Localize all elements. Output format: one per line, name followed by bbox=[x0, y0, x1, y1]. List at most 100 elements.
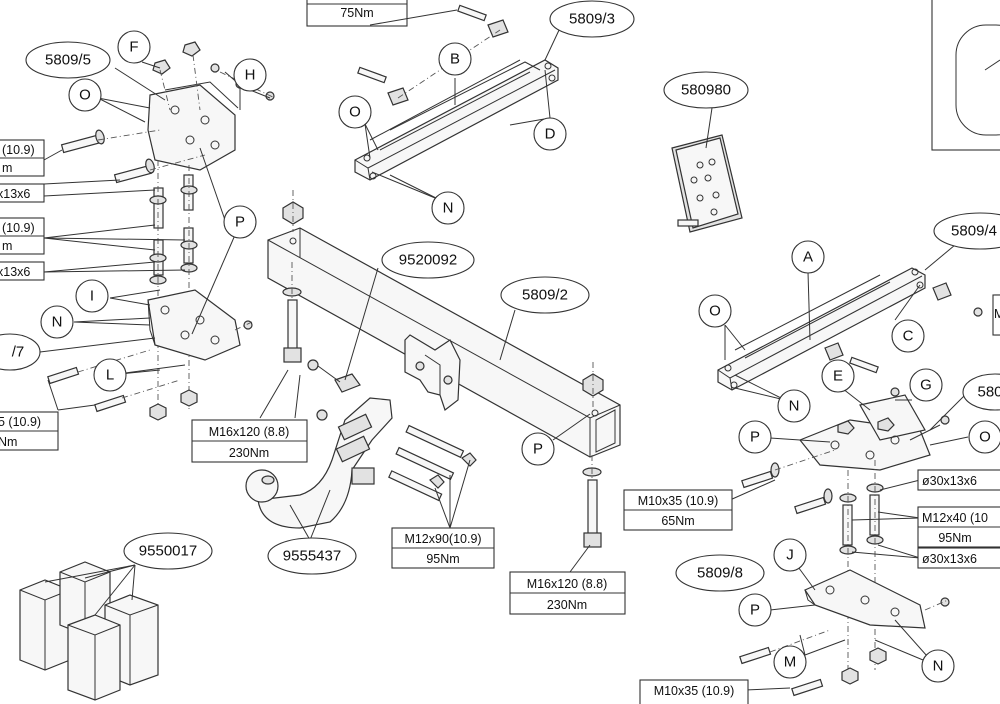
letter-N-right: N bbox=[777, 389, 811, 423]
letter-N-left: N bbox=[40, 305, 74, 339]
label-5809-3: 5809/3 bbox=[549, 0, 635, 38]
label-5809-5: 5809/5 bbox=[25, 41, 111, 79]
letter-P-right: P bbox=[738, 420, 772, 454]
crossbar-5809-4 bbox=[717, 267, 1000, 391]
svg-text:Nm: Nm bbox=[0, 435, 17, 449]
svg-text:F: F bbox=[129, 39, 138, 56]
part-label-580980: 580980 bbox=[681, 82, 731, 99]
svg-text:J: J bbox=[786, 547, 794, 564]
svg-text:M12x40 (10: M12x40 (10 bbox=[922, 511, 988, 525]
detail-frame-top-right bbox=[931, 0, 1000, 151]
letter-A: A bbox=[791, 240, 825, 274]
svg-text:O: O bbox=[709, 303, 721, 320]
part-label-5809-5: 5809/5 bbox=[45, 52, 91, 69]
letter-P-mid: P bbox=[521, 432, 555, 466]
svg-text:(10.9): (10.9) bbox=[2, 221, 35, 235]
spec-box-right-partial: M bbox=[992, 294, 1000, 336]
svg-text:O: O bbox=[349, 104, 361, 121]
label-7-left: /7 bbox=[0, 333, 41, 371]
svg-text:5 (10.9): 5 (10.9) bbox=[0, 415, 41, 429]
letter-O-left: O bbox=[68, 78, 102, 112]
svg-text:m: m bbox=[2, 239, 12, 253]
svg-text:M10x35 (10.9): M10x35 (10.9) bbox=[638, 494, 719, 508]
bracket-5809-8 bbox=[739, 569, 950, 697]
letter-M: M bbox=[773, 645, 807, 679]
bracket-right-middle bbox=[741, 387, 950, 680]
letter-F: F bbox=[117, 30, 151, 64]
letter-P-left: P bbox=[223, 205, 257, 239]
svg-text:65Nm: 65Nm bbox=[661, 514, 694, 528]
letter-O-top: O bbox=[338, 95, 372, 129]
spec-box-m10-mid: M10x35 (10.9) 65Nm bbox=[623, 489, 733, 531]
label-9555437: 9555437 bbox=[267, 537, 357, 575]
spec-box-washer-r2: ø30x13x6 bbox=[917, 547, 1000, 569]
letter-N-top: N bbox=[431, 191, 465, 225]
part-label-9520092: 9520092 bbox=[399, 252, 457, 269]
part-label-5809-4: 5809/4 bbox=[951, 223, 997, 240]
main-tube-5809-2 bbox=[267, 190, 621, 548]
svg-text:ø30x13x6: ø30x13x6 bbox=[922, 474, 977, 488]
svg-text:x13x6: x13x6 bbox=[0, 265, 30, 279]
svg-text:P: P bbox=[235, 214, 245, 231]
bracket-5809-5 bbox=[60, 41, 276, 420]
packaging-boxes-9550017 bbox=[19, 561, 159, 701]
part-label-580-right: 580 bbox=[977, 384, 1000, 401]
spec-box-m10-bottom: M10x35 (10.9) bbox=[639, 679, 749, 704]
letter-J: J bbox=[773, 538, 807, 572]
letter-G: G bbox=[909, 368, 943, 402]
svg-text:H: H bbox=[245, 67, 256, 84]
bracket-lower-left bbox=[47, 289, 253, 421]
svg-text:x13x6: x13x6 bbox=[0, 187, 30, 201]
svg-text:N: N bbox=[443, 200, 454, 217]
svg-text:A: A bbox=[803, 249, 813, 266]
letter-P-bottom: P bbox=[738, 593, 772, 627]
svg-text:D: D bbox=[545, 126, 556, 143]
letter-E: E bbox=[821, 359, 855, 393]
leader-lines bbox=[39, 9, 976, 691]
letter-D: D bbox=[533, 117, 567, 151]
spec-box-left-5: 5 (10.9) Nm bbox=[0, 411, 59, 451]
svg-text:P: P bbox=[750, 602, 760, 619]
svg-text:N: N bbox=[52, 314, 63, 331]
svg-text:I: I bbox=[90, 288, 94, 305]
spec-box-m12x40: M12x40 (10 95Nm bbox=[917, 506, 1000, 548]
svg-text:P: P bbox=[750, 429, 760, 446]
part-label-9550017: 9550017 bbox=[139, 543, 197, 560]
ball-hitch-9555437 bbox=[245, 359, 477, 529]
spec-box-top-torque: 75Nm bbox=[306, 0, 408, 27]
label-9520092: 9520092 bbox=[381, 241, 475, 279]
label-5809-4: 5809/4 bbox=[933, 212, 1000, 250]
letter-O-right: O bbox=[698, 294, 732, 328]
svg-text:M12x90(10.9): M12x90(10.9) bbox=[404, 532, 481, 546]
svg-text:230Nm: 230Nm bbox=[547, 598, 587, 612]
label-5809-2: 5809/2 bbox=[500, 276, 590, 314]
svg-text:(10.9): (10.9) bbox=[2, 143, 35, 157]
spec-box-left-1: (10.9) m bbox=[0, 139, 45, 177]
letter-B: B bbox=[438, 42, 472, 76]
letter-L: L bbox=[93, 358, 127, 392]
spec-box-m16-right: M16x120 (8.8) 230Nm bbox=[509, 571, 626, 615]
svg-text:M: M bbox=[994, 307, 1000, 321]
spec-box-m16-left: M16x120 (8.8) 230Nm bbox=[191, 419, 308, 463]
letter-H: H bbox=[233, 58, 267, 92]
letter-N-bottom: N bbox=[921, 649, 955, 683]
svg-text:L: L bbox=[106, 367, 114, 384]
label-5809-8: 5809/8 bbox=[675, 554, 765, 592]
svg-text:G: G bbox=[920, 377, 932, 394]
svg-text:M16x120 (8.8): M16x120 (8.8) bbox=[527, 577, 608, 591]
part-label-5809-2: 5809/2 bbox=[522, 287, 568, 304]
letter-O-right2: O bbox=[968, 420, 1000, 454]
letter-I: I bbox=[75, 279, 109, 313]
label-9550017: 9550017 bbox=[123, 532, 213, 570]
svg-text:m: m bbox=[2, 161, 12, 175]
svg-text:N: N bbox=[933, 658, 944, 675]
svg-text:95Nm: 95Nm bbox=[426, 552, 459, 566]
crossbar-5809-3 bbox=[354, 4, 559, 181]
svg-text:M16x120 (8.8): M16x120 (8.8) bbox=[209, 425, 290, 439]
spec-box-left-3: (10.9) m bbox=[0, 217, 45, 255]
svg-text:95Nm: 95Nm bbox=[938, 531, 971, 545]
svg-text:O: O bbox=[79, 87, 91, 104]
part-label-5809-8: 5809/8 bbox=[697, 565, 743, 582]
part-label-9555437: 9555437 bbox=[283, 548, 341, 565]
svg-text:C: C bbox=[903, 328, 914, 345]
